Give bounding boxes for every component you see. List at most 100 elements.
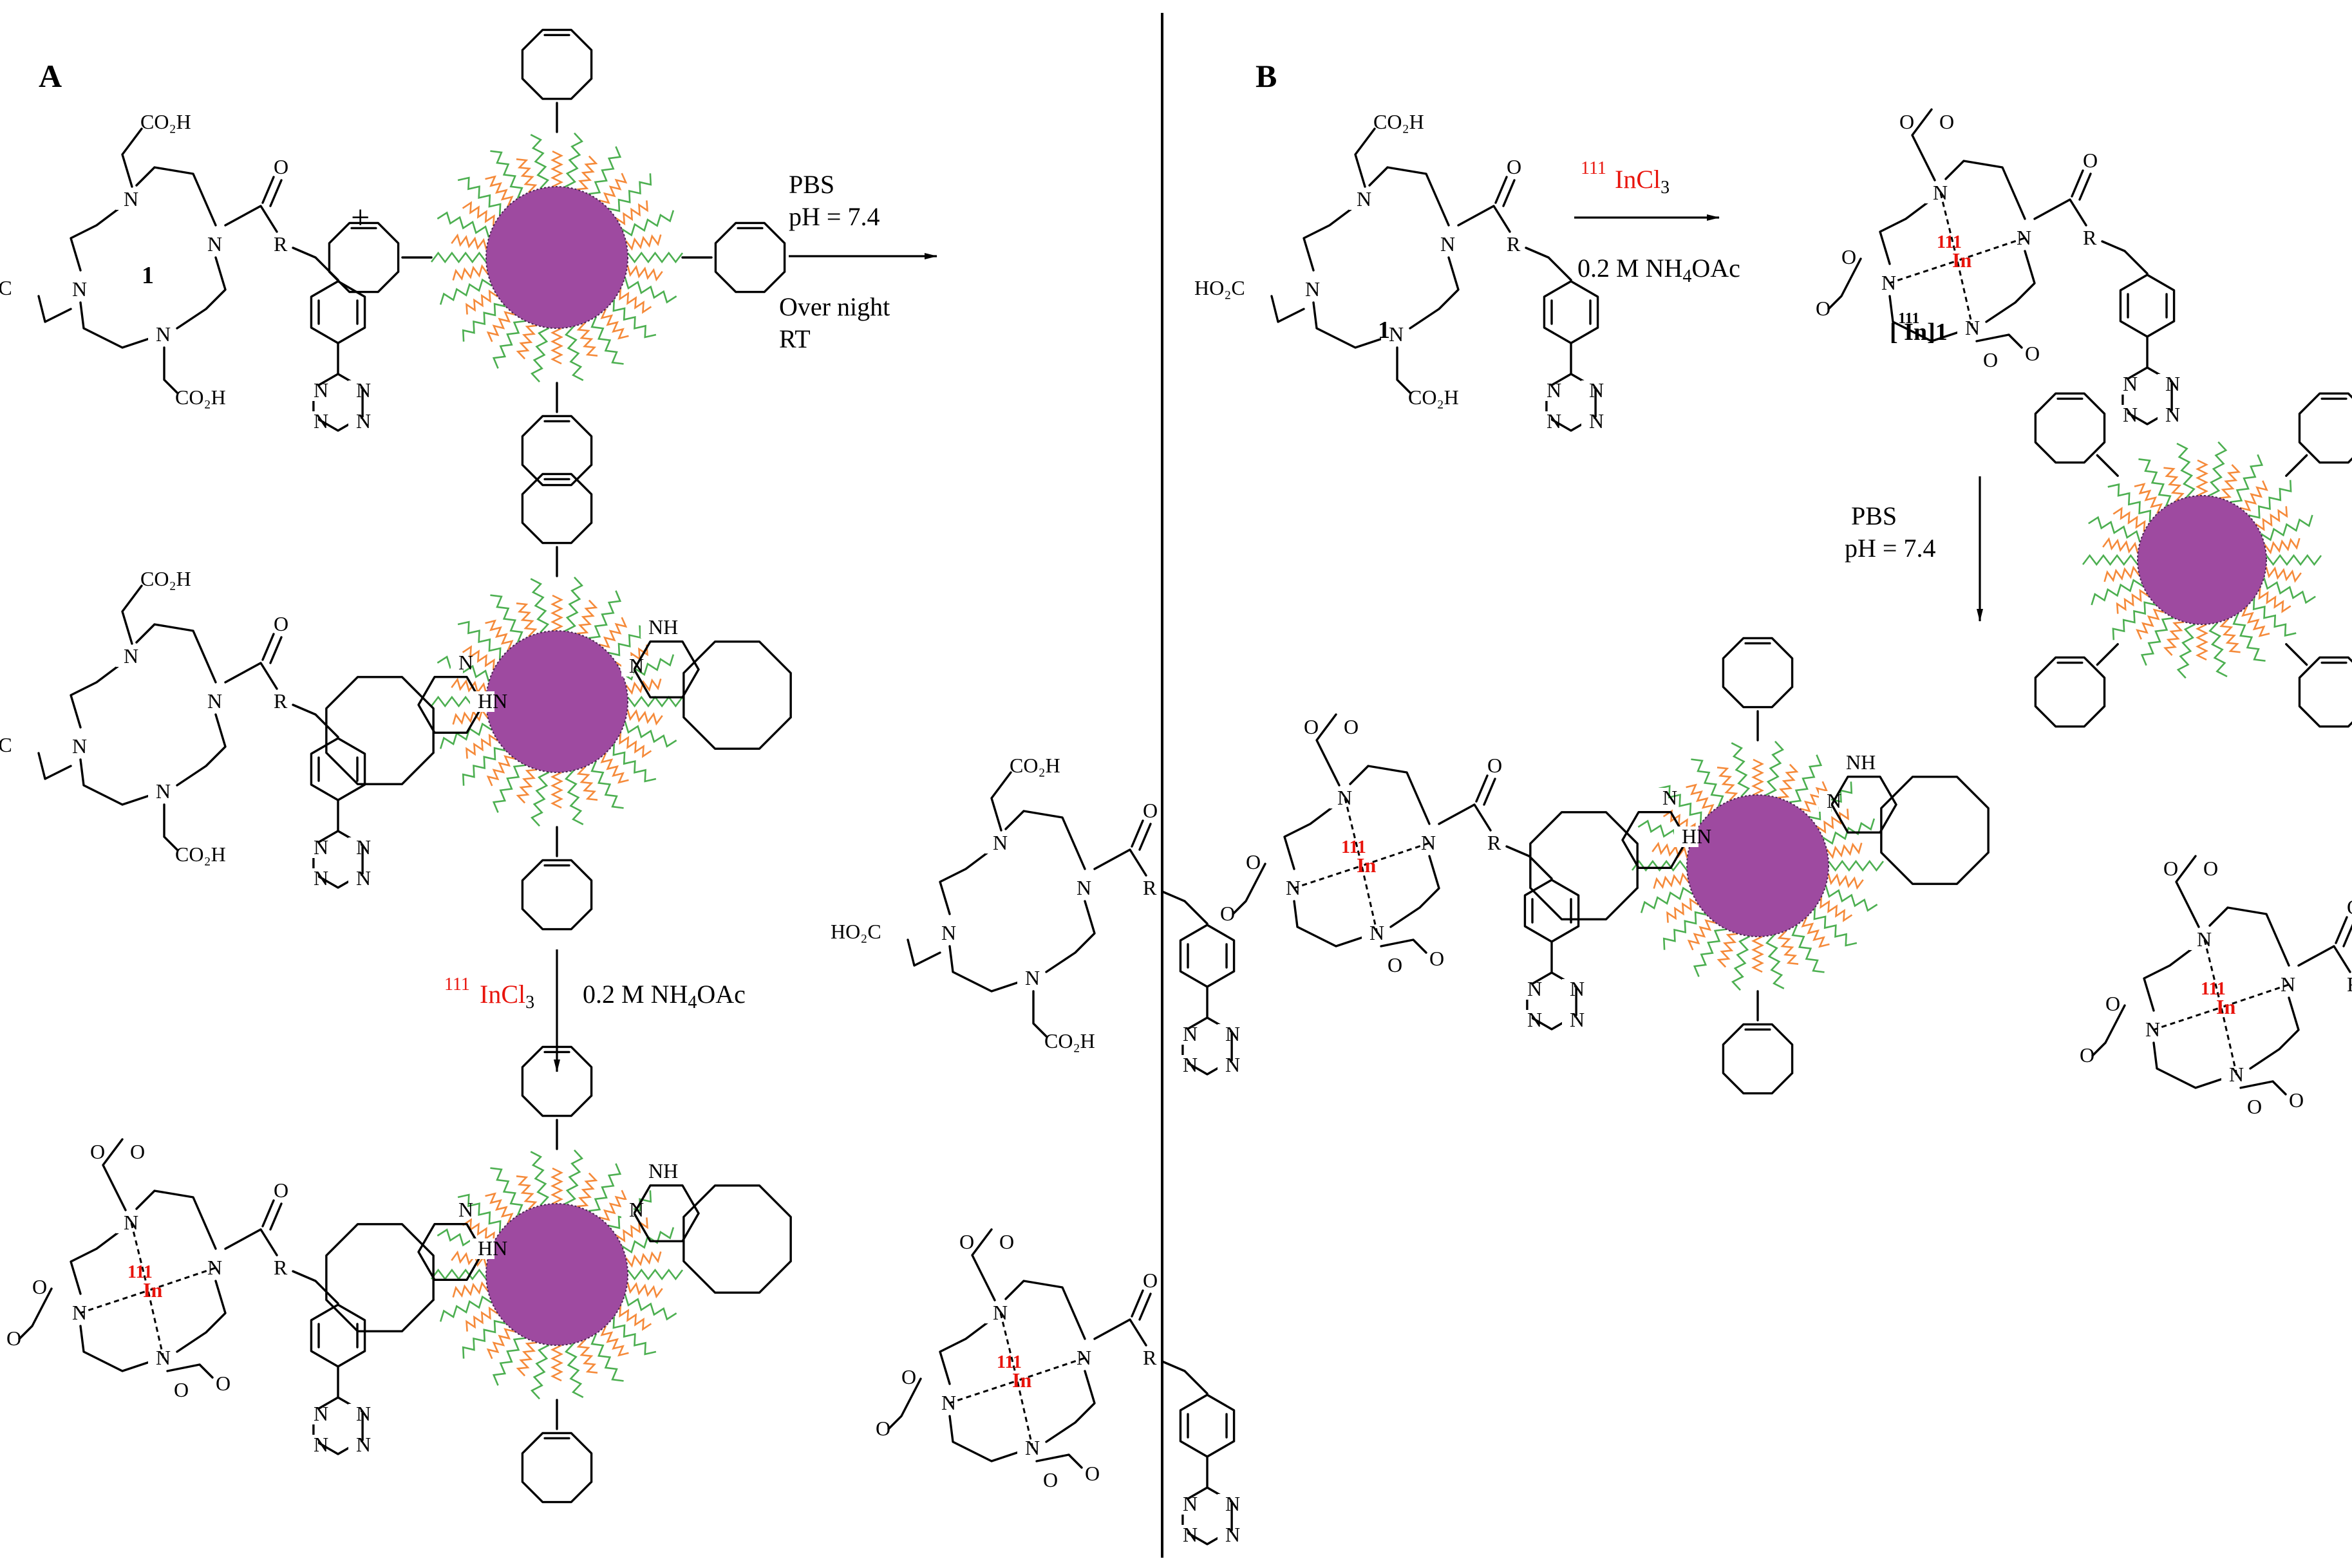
acetate-arm <box>2239 1080 2287 1096</box>
carbonyl <box>261 1199 275 1227</box>
label-bg <box>200 234 212 255</box>
oxygen-label: O <box>216 1372 230 1395</box>
carbonyl <box>269 1202 283 1231</box>
amide-arm <box>224 205 278 233</box>
peg-chain <box>530 1151 550 1206</box>
label-bg <box>1330 788 1342 808</box>
co2h-label: CO₂H <box>175 386 226 409</box>
peg-chain <box>2230 454 2264 503</box>
tetrazine-n-4: N <box>1225 1523 1240 1546</box>
peg-chain <box>1651 841 1688 859</box>
label-bg <box>200 691 212 712</box>
cyclooctene-ring <box>1529 811 1639 920</box>
nitrogen-1: N <box>124 644 138 667</box>
pyridazine-ring <box>417 1222 484 1282</box>
peg-chain <box>2252 597 2297 637</box>
peg-chain <box>1717 767 1738 801</box>
ring-bond <box>1888 295 1962 342</box>
peg-chain <box>550 327 563 365</box>
oxygen-label: O <box>999 1230 1014 1253</box>
peg-chain <box>451 233 487 250</box>
ring-bond <box>79 301 153 349</box>
cyclooctene-ring <box>1722 1023 1794 1095</box>
tetrazine-n-2: N <box>356 835 371 859</box>
peg-chain <box>485 175 514 207</box>
co2h-label: CO₂H <box>175 843 226 866</box>
peg-chain <box>2176 623 2196 679</box>
pyridazine-n: NH <box>648 615 678 639</box>
oxygen-label: O <box>1899 110 1914 133</box>
pyridazine-n: N <box>1827 789 1841 812</box>
nitrogen-2: N <box>1077 876 1091 899</box>
peg-chain <box>590 1333 624 1382</box>
peg-chain <box>516 769 538 804</box>
center-nanoparticle <box>1631 637 1885 1095</box>
peg-chain <box>462 747 506 786</box>
coordination-bond <box>79 1289 149 1314</box>
peg-chain <box>2112 601 2156 640</box>
peg-chain <box>516 324 538 360</box>
ring-bond <box>948 1415 1022 1462</box>
oxygen-label: O <box>32 1275 47 1298</box>
label-bg <box>1218 1055 1230 1076</box>
left-click-link: NHN <box>1529 786 1711 920</box>
peg-chain <box>625 234 662 251</box>
peg-chain <box>612 743 657 783</box>
cond-b-buffer: 0.2 M NH4OAc <box>1577 254 1740 286</box>
carbonyl <box>2342 924 2352 947</box>
peg-chain <box>2176 442 2196 498</box>
cyclooctene-ring <box>1880 776 1990 885</box>
peg-chain <box>1765 740 1785 796</box>
compound-label-in111-1: [ In]1 111 <box>1890 310 1948 346</box>
peg-chain <box>2260 514 2313 541</box>
pyridazine-ring <box>633 1184 700 1243</box>
carbonyl-oxygen: O <box>274 612 288 635</box>
acetate-arm <box>907 938 941 967</box>
oxygen-label: O <box>1085 1462 1100 1485</box>
coordination-bond <box>2152 1006 2222 1031</box>
carbonyl <box>1483 778 1496 806</box>
co2h-label: CO₂H <box>140 567 191 590</box>
pyridazine-n: NH <box>648 1159 678 1182</box>
label-bg <box>1562 1010 1574 1031</box>
nitrogen-2: N <box>207 689 222 713</box>
svg-text:InCl3: InCl3 <box>480 980 534 1013</box>
cyclooctene-ring <box>521 1432 593 1504</box>
cyclooctene-ring <box>521 859 593 931</box>
peg-chain <box>457 1193 502 1233</box>
ho2c-label: HO₂C <box>831 920 881 943</box>
svg-text:[ In]1: [ In]1 <box>1890 319 1948 346</box>
carbonyl-oxygen: O <box>1507 155 1521 178</box>
peg-chain <box>1693 928 1727 977</box>
amide-arm <box>1093 848 1147 877</box>
peg-chain <box>2265 566 2302 583</box>
peg-chain <box>462 1320 506 1359</box>
peg-chain <box>1813 908 1858 947</box>
oxygen-label: O <box>6 1327 21 1350</box>
nitrogen-2: N <box>207 232 222 256</box>
ring-bond <box>1045 900 1096 973</box>
tetrazine-n-4: N <box>356 1433 371 1456</box>
peg-chain <box>564 326 584 381</box>
cond-b-pbs: PBS <box>1851 501 1897 530</box>
oxygen-label: O <box>1816 297 1830 320</box>
peg-chain <box>516 602 538 637</box>
label-bg <box>934 923 946 944</box>
r-group: R <box>1143 876 1157 899</box>
peg-chain <box>1686 783 1715 815</box>
peg-chain <box>1801 917 1830 948</box>
peg-chain <box>430 1268 487 1281</box>
peg-chain <box>457 176 502 216</box>
cyclooctene-ring <box>1722 637 1794 709</box>
label-bg <box>1539 411 1551 432</box>
ring-bond <box>1283 803 1337 870</box>
peg-chain <box>452 708 489 725</box>
peg-chain <box>1751 758 1764 796</box>
peg-chain <box>1825 885 1878 912</box>
tetrazine-n-2: N <box>1589 378 1604 402</box>
peg-chain <box>626 1268 684 1281</box>
oxygen-label: O <box>174 1378 189 1401</box>
cyclooctene-ring <box>521 472 593 545</box>
